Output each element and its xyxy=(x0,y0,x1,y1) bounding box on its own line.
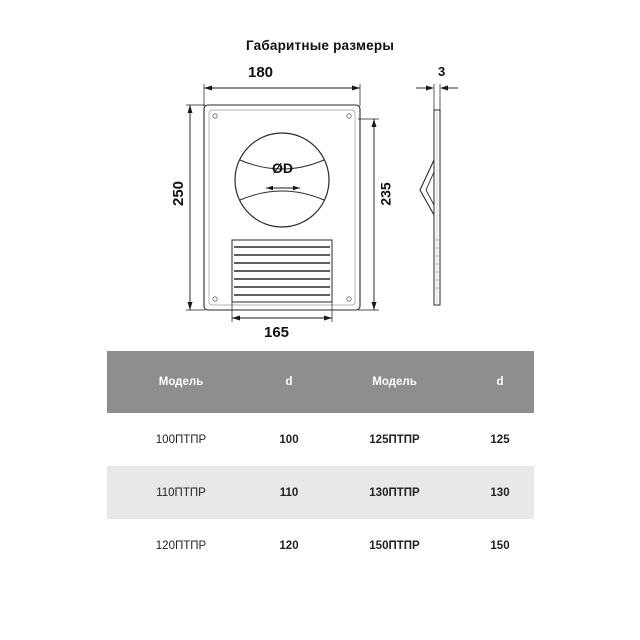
screw-hole-bottom-left xyxy=(212,296,218,302)
dim-arrow-diameter-left xyxy=(266,185,273,191)
dimension-label-diameter: ØD xyxy=(272,160,293,176)
cell-d-b: 130 xyxy=(490,486,510,499)
technical-drawing: 180 3 250 235 165 ØD xyxy=(170,64,458,341)
screw-hole-top-right xyxy=(346,113,352,119)
dim-arrow-250-top xyxy=(187,105,193,113)
cell-d-b: 125 xyxy=(490,433,510,446)
side-view-texture xyxy=(434,239,440,289)
header-cell-d-2: d xyxy=(496,376,504,388)
dim-arrow-180-left xyxy=(204,85,212,91)
dim-arrow-235-top xyxy=(371,119,377,127)
side-view-cone-inner xyxy=(425,171,435,206)
duct-upper-curve xyxy=(239,159,325,170)
header-cell-model-2: Модель xyxy=(372,376,417,388)
cell-d-a: 120 xyxy=(279,539,299,552)
dim-arrow-235-bottom xyxy=(371,302,377,310)
dim-arrow-3-right xyxy=(440,85,448,91)
dim-arrow-250-bottom xyxy=(187,302,193,310)
duct-opening-circle xyxy=(234,132,330,228)
table-header-row: Модель d Модель d xyxy=(107,351,534,413)
dim-arrow-diameter-right xyxy=(293,185,300,191)
dim-arrow-180-right xyxy=(352,85,360,91)
cell-d-b: 150 xyxy=(490,539,510,552)
dimension-label-width-bottom: 165 xyxy=(264,324,290,341)
models-table: Модель d Модель d 100ПТПР 100 125ПТПР 12… xyxy=(107,351,534,572)
front-panel-outline xyxy=(203,104,361,311)
cell-d-a: 100 xyxy=(279,433,299,446)
header-cell-d-1: d xyxy=(285,376,293,388)
screw-hole-bottom-right xyxy=(346,296,352,302)
dimension-label-height-right: 235 xyxy=(377,182,394,206)
dimension-label-height-left: 250 xyxy=(170,180,188,207)
dim-arrow-165-left xyxy=(232,315,240,321)
cell-model-b: 150ПТПР xyxy=(369,539,420,552)
header-cell-model-1: Модель xyxy=(158,376,204,388)
cell-model-a: 110ПТПР xyxy=(156,486,206,499)
cell-model-a: 100ПТПР xyxy=(155,433,207,446)
drawing-svg xyxy=(186,84,458,322)
cell-model-b: 130ПТПР xyxy=(369,486,420,499)
table-row: 110ПТПР 110 130ПТПР 130 xyxy=(107,466,534,519)
front-panel-inner-edge xyxy=(208,109,356,306)
dimension-label-width-top: 180 xyxy=(248,64,274,81)
cell-model-a: 120ПТПР xyxy=(155,539,207,552)
dim-arrow-165-right xyxy=(324,315,332,321)
page-title: Габаритные размеры xyxy=(245,38,395,53)
duct-lower-curve xyxy=(239,190,325,201)
dimension-label-thickness: 3 xyxy=(438,64,446,79)
screw-hole-top-left xyxy=(212,113,218,119)
side-view-cone-profile xyxy=(419,159,435,216)
table-row: 100ПТПР 100 125ПТПР 125 xyxy=(107,413,534,466)
table-row: 120ПТПР 120 150ПТПР 150 xyxy=(107,519,534,572)
cell-d-a: 110 xyxy=(279,486,299,499)
dim-arrow-3-left xyxy=(426,85,434,91)
cell-model-b: 125ПТПР xyxy=(369,433,420,446)
